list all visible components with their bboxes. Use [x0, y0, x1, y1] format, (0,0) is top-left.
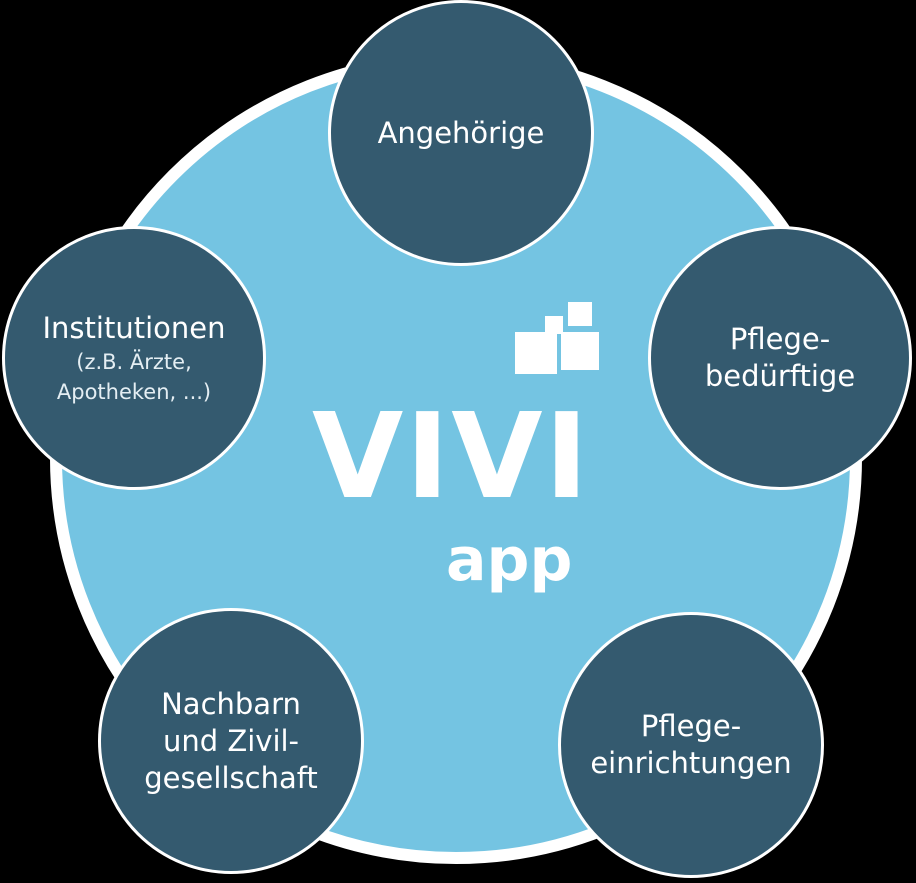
brand-subtitle: app	[446, 525, 573, 595]
node-label: Nachbarn und Zivil- gesellschaft	[144, 686, 318, 795]
logo-square	[515, 332, 557, 374]
vivi-logo-icon	[515, 300, 605, 380]
node-institutionen: Institutionen (z.B. Ärzte, Apotheken, ..…	[2, 226, 266, 490]
node-pflegeeinrichtungen: Pflege- einrichtungen	[558, 612, 824, 878]
node-pflegebeduerftige: Pflege- bedürftige	[648, 226, 912, 490]
logo-square	[568, 302, 592, 326]
logo-square	[561, 332, 599, 370]
node-nachbarn-zivilgesellschaft: Nachbarn und Zivil- gesellschaft	[98, 608, 364, 874]
node-sublabel: (z.B. Ärzte, Apotheken, ...)	[56, 349, 212, 404]
brand-title: VIVI	[312, 387, 591, 525]
node-label: Pflege- einrichtungen	[590, 709, 792, 780]
node-angehoerige: Angehörige	[328, 0, 594, 266]
node-label: Angehörige	[377, 115, 545, 150]
logo-square	[545, 316, 563, 334]
node-label: Pflege- bedürftige	[704, 322, 856, 393]
node-label: Institutionen	[42, 310, 226, 345]
